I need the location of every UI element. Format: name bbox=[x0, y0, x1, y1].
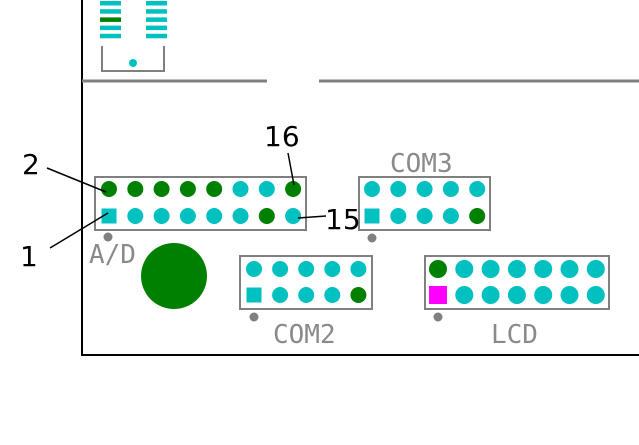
header-strip-left-bar bbox=[100, 25, 121, 31]
com2-pin bbox=[324, 287, 341, 303]
com2-pin bbox=[350, 261, 367, 277]
lcd-pin bbox=[534, 260, 553, 278]
com2-pin bbox=[324, 261, 341, 277]
com2-orientation-dot bbox=[249, 312, 259, 322]
com2-pin bbox=[298, 261, 315, 277]
com3-pin bbox=[469, 208, 486, 224]
com2-pin bbox=[350, 287, 367, 303]
lcd-pin-1-marker bbox=[429, 286, 447, 304]
callout-line-1 bbox=[49, 212, 109, 249]
lcd-pin bbox=[507, 286, 526, 304]
ad-pin bbox=[179, 181, 196, 197]
ad-pin bbox=[285, 181, 302, 197]
ad-pin bbox=[153, 208, 170, 224]
ad-pin bbox=[179, 208, 196, 224]
lcd-pin bbox=[560, 260, 579, 278]
header-strips bbox=[100, 1, 167, 39]
lcd-pin bbox=[429, 260, 447, 278]
label-com2: COM2 bbox=[273, 320, 336, 350]
com2-pin bbox=[298, 287, 315, 303]
ad-pin bbox=[232, 181, 249, 197]
com3-pin bbox=[469, 181, 486, 197]
ad-pin bbox=[206, 208, 223, 224]
ad-pin bbox=[258, 181, 275, 197]
com3-pin bbox=[364, 181, 380, 197]
com3-pin bbox=[390, 181, 407, 197]
callout-line-15 bbox=[297, 215, 327, 219]
com2-pin bbox=[272, 261, 289, 277]
lcd-pin bbox=[455, 286, 474, 304]
com3-orientation-dot bbox=[367, 233, 377, 243]
lcd-pin bbox=[481, 260, 500, 278]
com2-outline bbox=[239, 255, 373, 310]
connector-com3 bbox=[358, 176, 491, 243]
callout-line-16 bbox=[287, 152, 295, 186]
com2-pin-1-marker bbox=[246, 287, 262, 303]
ad-pin-1-marker bbox=[101, 208, 117, 224]
ad-pin bbox=[258, 208, 275, 224]
callout-2: 2 bbox=[22, 148, 40, 181]
ad-pin bbox=[206, 181, 223, 197]
ad-pin bbox=[127, 208, 144, 224]
header-strip-left-bar bbox=[100, 9, 121, 14]
com3-pin bbox=[442, 208, 459, 224]
callout-16: 16 bbox=[264, 120, 300, 153]
ad-pin bbox=[153, 181, 170, 197]
label-ad: A/D bbox=[89, 240, 136, 270]
callout-15: 15 bbox=[325, 203, 361, 236]
lcd-pin bbox=[560, 286, 579, 304]
connector-com2 bbox=[239, 255, 373, 322]
header-strip-right-bar bbox=[146, 1, 167, 6]
lcd-pin bbox=[534, 286, 553, 304]
com3-pin bbox=[442, 181, 459, 197]
label-com3: COM3 bbox=[390, 149, 453, 179]
lcd-pin bbox=[481, 286, 500, 304]
ad-orientation-dot bbox=[103, 232, 113, 242]
header-marker-dot bbox=[129, 59, 137, 67]
ad-pin bbox=[127, 181, 144, 197]
label-lcd: LCD bbox=[491, 320, 538, 350]
header-bracket bbox=[101, 46, 165, 72]
lcd-pin bbox=[455, 260, 474, 278]
header-strip-right-bar bbox=[146, 9, 167, 14]
com2-pin bbox=[272, 287, 289, 303]
connector-lcd bbox=[424, 255, 610, 322]
lcd-pin bbox=[507, 260, 526, 278]
large-green-circle bbox=[141, 243, 207, 309]
com3-pin bbox=[416, 208, 433, 224]
ad-pin bbox=[285, 208, 302, 224]
header-strip-right-bar bbox=[146, 17, 167, 22]
lcd-pin bbox=[586, 286, 605, 304]
header-strip-right-bar bbox=[146, 33, 167, 39]
header-strip-right-bar bbox=[146, 25, 167, 31]
ad-pin bbox=[101, 181, 117, 197]
com3-pin bbox=[416, 181, 433, 197]
ad-pin bbox=[232, 208, 249, 224]
com3-outline bbox=[358, 176, 491, 231]
com2-pin bbox=[246, 261, 262, 277]
com3-pin bbox=[390, 208, 407, 224]
header-strip-left-bar bbox=[100, 33, 121, 39]
header-strip-left-bar bbox=[100, 1, 121, 6]
lcd-outline bbox=[424, 255, 610, 310]
lcd-pin bbox=[586, 260, 605, 278]
header-strip-left-bar bbox=[100, 17, 121, 22]
callout-1: 1 bbox=[20, 240, 38, 273]
lcd-orientation-dot bbox=[433, 312, 443, 322]
ad-outline bbox=[94, 176, 307, 231]
connector-ad bbox=[94, 176, 307, 242]
callout-line-2 bbox=[46, 167, 107, 193]
com3-pin-1-marker bbox=[364, 208, 380, 224]
